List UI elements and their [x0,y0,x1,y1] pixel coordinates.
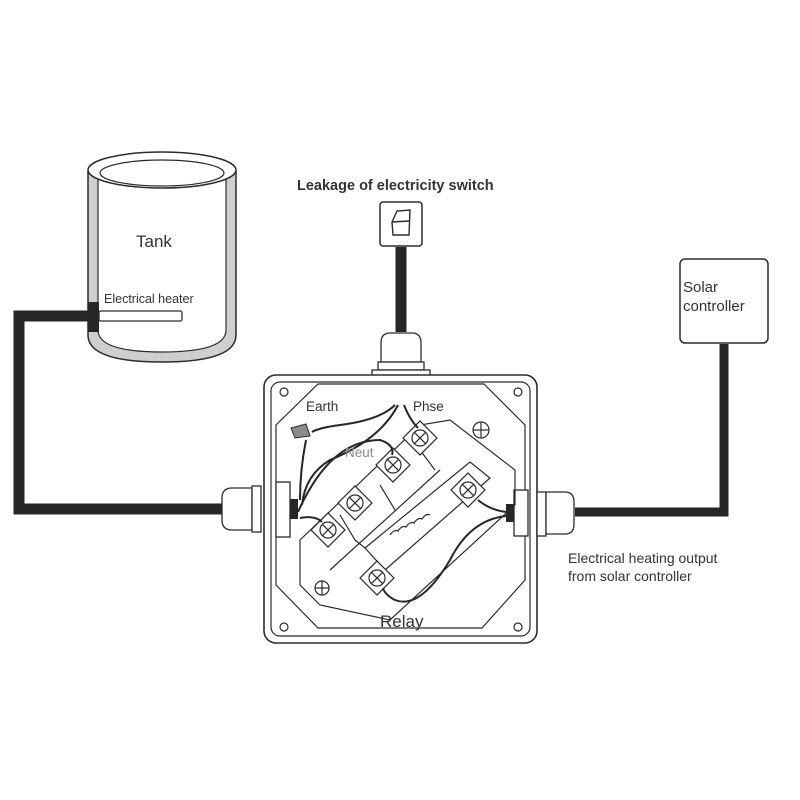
solar-controller-label-line1: Solar [683,279,718,296]
terminal-screw [450,472,486,508]
mount-screw [472,421,490,439]
controller-cable [575,344,729,517]
switch-toggle-icon [391,209,411,236]
phase-wire [403,404,419,429]
heater-cable [13,310,222,515]
earth-connector-cap [290,423,311,439]
mount-hole [279,622,289,632]
phase-label: Phse [413,399,444,414]
leakage-switch-label: Leakage of electricity switch [297,178,494,194]
neutral-wire [297,438,394,513]
output-label-line1: Electrical heating output [568,550,718,566]
heater-element [98,310,183,322]
left-cable-gland [221,481,298,538]
solar-controller: Solar controller [679,258,769,344]
tank: Tank Electrical heater [87,151,237,363]
output-label-line2: from solar controller [568,568,692,584]
terminal-screw [337,485,373,521]
mount-hole [279,387,289,397]
heater-flange [88,302,99,332]
neutral-label: Neut [345,445,374,460]
solar-controller-label-line2: controller [683,298,745,315]
mount-hole [513,387,523,397]
earth-wire [311,404,396,433]
relay-label: Relay [380,612,424,631]
terminal-screw [402,420,438,456]
leakage-switch: Leakage of electricity switch [297,178,494,247]
output-wire [477,499,507,513]
terminals [310,420,490,596]
terminal-screw [375,447,411,483]
earth-label: Earth [306,399,338,414]
mount-screw [314,580,330,596]
tank-label: Tank [136,232,172,251]
relay [299,419,516,621]
junction-box [263,374,538,644]
terminal-screw [359,560,395,596]
output-wire-return [382,515,507,603]
mount-hole [513,622,523,632]
earth-wire-down [299,439,307,501]
terminal-screw [310,512,346,548]
internal-wires [297,404,507,603]
heater-label: Electrical heater [104,292,194,306]
right-cable-gland [506,489,575,537]
relay-coil [389,513,431,536]
